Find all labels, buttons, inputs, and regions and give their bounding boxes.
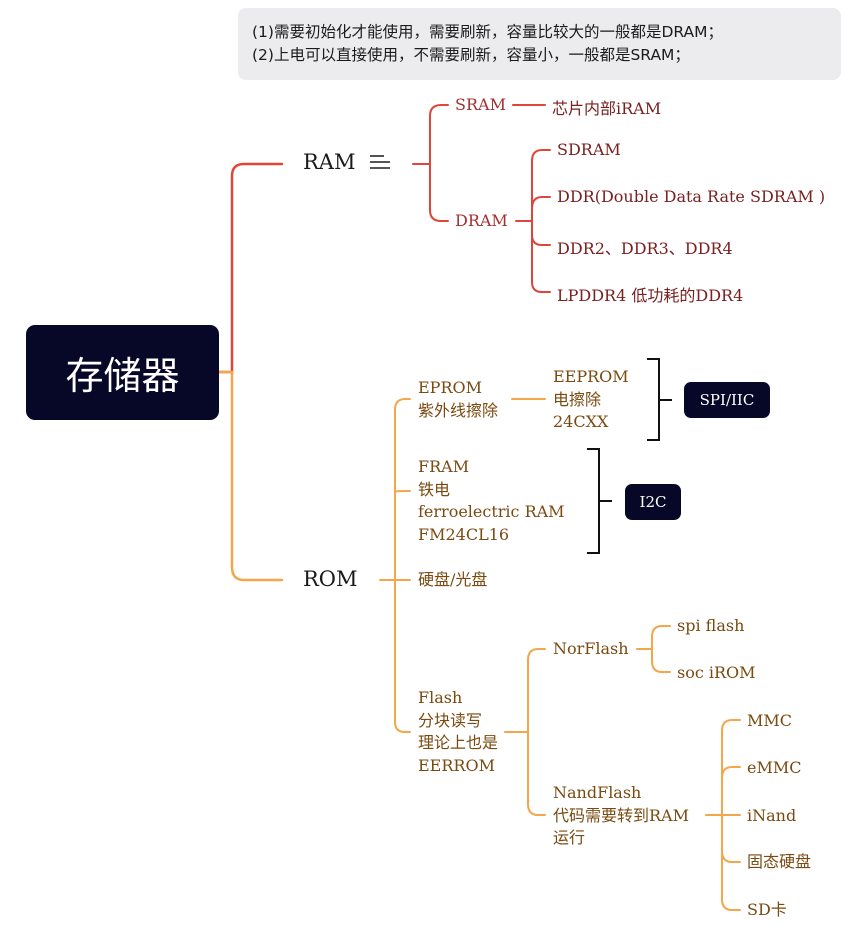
edge-ram-children xyxy=(412,104,449,222)
node-iram[interactable]: 芯片内部iRAM xyxy=(552,99,662,118)
fram-line-2: 铁电 xyxy=(418,479,451,499)
edge-rom-children xyxy=(379,398,411,733)
bracket-fram xyxy=(587,448,612,554)
node-soc-irom[interactable]: soc iROM xyxy=(677,663,756,682)
node-eeprom[interactable]: EEPROM 电擦除 24CXX xyxy=(553,366,629,434)
eeprom-line-2: 电擦除 xyxy=(553,389,602,409)
edge-norflash-children xyxy=(636,625,671,673)
eprom-line-1: EPROM xyxy=(418,378,482,397)
node-ram[interactable]: RAM xyxy=(303,150,356,174)
badge-i2c[interactable]: I2C xyxy=(625,484,681,520)
node-lpddr4[interactable]: LPDDR4 低功耗的DDR4 xyxy=(557,286,744,305)
summary-note: (1)需要初始化才能使用，需要刷新，容量比较大的一般都是DRAM； (2)上电可… xyxy=(238,8,841,80)
node-mmc[interactable]: MMC xyxy=(747,711,793,730)
node-spi-flash[interactable]: spi flash xyxy=(677,616,745,635)
edge-nandflash-children xyxy=(705,719,741,911)
flash-line-4: EERROM xyxy=(418,755,495,775)
node-emmc[interactable]: eMMC xyxy=(747,758,802,777)
edge-root-ram xyxy=(217,162,284,374)
flash-line-3: 理论上也是 xyxy=(418,733,499,752)
note-line-2: (2)上电可以直接使用，不需要刷新，容量小，一般都是SRAM； xyxy=(252,46,690,64)
eeprom-line-3: 24CXX xyxy=(553,412,609,431)
node-flash[interactable]: Flash 分块读写 理论上也是 EERROM xyxy=(418,687,498,777)
flash-line-1: Flash xyxy=(418,688,463,707)
node-rom[interactable]: ROM xyxy=(303,567,358,591)
nandflash-line-3: 运行 xyxy=(553,828,586,847)
node-norflash[interactable]: NorFlash xyxy=(553,639,629,658)
bracket-eeprom xyxy=(647,358,672,441)
nandflash-line-2: 代码需要转到RAM xyxy=(553,805,689,825)
node-dram[interactable]: DRAM xyxy=(455,211,508,230)
node-inand[interactable]: iNand xyxy=(747,806,797,825)
eeprom-line-1: EEPROM xyxy=(553,367,629,386)
node-sram[interactable]: SRAM xyxy=(455,95,506,114)
nandflash-line-1: NandFlash xyxy=(553,783,642,802)
edge-dram-children xyxy=(515,149,551,293)
node-sdram[interactable]: SDRAM xyxy=(557,140,621,159)
node-fram[interactable]: FRAM 铁电 ferroelectric RAM FM24CL16 xyxy=(418,456,565,546)
node-ssd[interactable]: 固态硬盘 xyxy=(747,852,812,871)
node-nandflash[interactable]: NandFlash 代码需要转到RAM 运行 xyxy=(553,782,689,850)
badge-spi-iic[interactable]: SPI/IIC xyxy=(684,382,770,418)
fram-line-1: FRAM xyxy=(418,457,470,476)
eprom-line-2: 紫外线擦除 xyxy=(418,400,499,420)
flash-line-2: 分块读写 xyxy=(418,710,483,730)
root-node[interactable]: 存储器 xyxy=(26,325,219,420)
fram-line-4: FM24CL16 xyxy=(418,524,510,544)
menu-lines-icon[interactable] xyxy=(370,154,390,170)
node-ddr234[interactable]: DDR2、DDR3、DDR4 xyxy=(557,239,733,258)
node-sd-card[interactable]: SD卡 xyxy=(747,900,787,919)
edge-root-rom xyxy=(217,370,284,582)
node-disk[interactable]: 硬盘/光盘 xyxy=(418,570,488,589)
node-ddr[interactable]: DDR(Double Data Rate SDRAM ) xyxy=(557,187,826,206)
edge-flash-children xyxy=(504,648,546,816)
note-line-1: (1)需要初始化才能使用，需要刷新，容量比较大的一般都是DRAM； xyxy=(252,23,724,41)
fram-line-3: ferroelectric RAM xyxy=(418,502,565,521)
node-eprom[interactable]: EPROM 紫外线擦除 xyxy=(418,377,498,422)
